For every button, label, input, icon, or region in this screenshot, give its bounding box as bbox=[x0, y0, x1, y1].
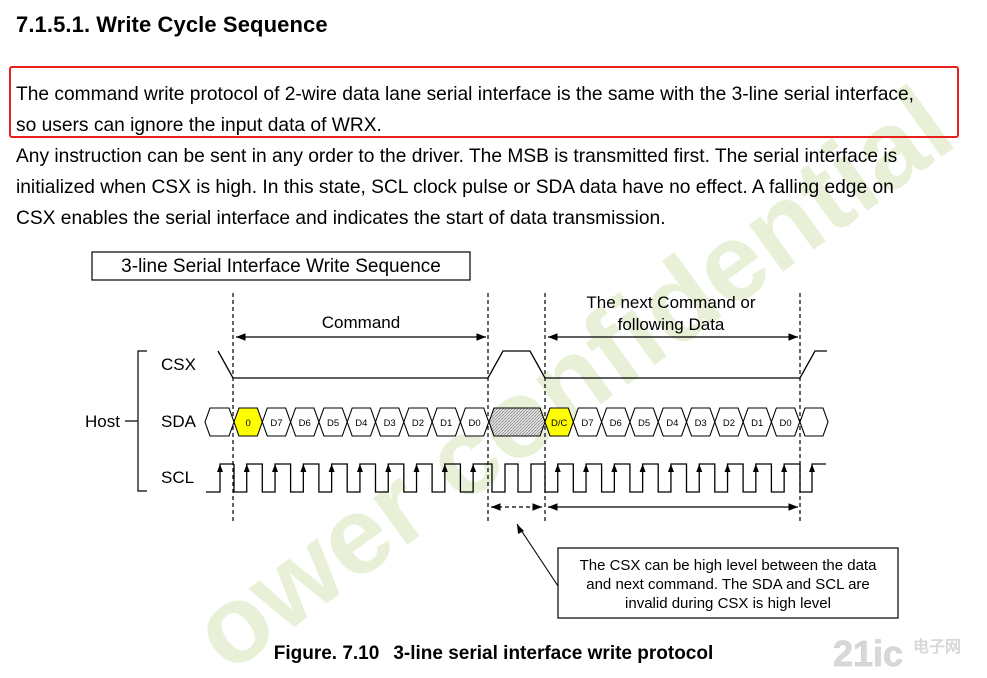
scl-rising-edge-arrow bbox=[272, 464, 279, 472]
section-number: 7.1.5.1. bbox=[16, 12, 91, 37]
frame2-bit-label: D5 bbox=[638, 418, 650, 429]
scl-lead bbox=[206, 463, 234, 493]
scl-frame1 bbox=[233, 463, 489, 493]
scl-rising-edge-arrow bbox=[441, 464, 448, 472]
scl-rising-edge-arrow bbox=[385, 464, 392, 472]
scl-rising-edge-arrow bbox=[752, 464, 759, 472]
scl-rising-edge-arrow bbox=[243, 464, 250, 472]
note-leader bbox=[516, 523, 559, 587]
frame1-bit-label: 0 bbox=[246, 418, 251, 429]
scl-rising-edge-arrow bbox=[781, 464, 788, 472]
scl-rising-edge-arrow bbox=[328, 464, 335, 472]
body-line-2: initialized when CSX is high. In this st… bbox=[16, 177, 894, 198]
scl-rising-edge-arrow bbox=[413, 464, 420, 472]
frame2-bit-label: D4 bbox=[666, 418, 678, 429]
scl-rising-edge-arrow bbox=[639, 464, 646, 472]
scl-rising-edge-arrow bbox=[554, 464, 561, 472]
signal-label-sda: SDA bbox=[161, 412, 197, 431]
scl-rising-edge-arrow bbox=[300, 464, 307, 472]
scl-rising-edge-arrow bbox=[356, 464, 363, 472]
command-label: Command bbox=[322, 313, 400, 332]
scl-rising-edge-arrow bbox=[724, 464, 731, 472]
highlight-line-1: The command write protocol of 2-wire dat… bbox=[16, 84, 914, 105]
scl-frame2 bbox=[544, 463, 800, 493]
site-logo: 21ic 电子网 bbox=[833, 633, 961, 674]
scl-rising-edge-arrow bbox=[583, 464, 590, 472]
figure-number: Figure. 7.10 bbox=[273, 643, 380, 664]
diagram-title: 3-line Serial Interface Write Sequence bbox=[121, 256, 441, 277]
scl-rising-edge-arrow bbox=[667, 464, 674, 472]
timing-diagram: 3-line Serial Interface Write Sequence C… bbox=[85, 251, 899, 619]
frame1-bit-label: D7 bbox=[270, 418, 282, 429]
next-label-line-1: The next Command or bbox=[586, 293, 755, 312]
frame1-bit-label: D3 bbox=[384, 418, 396, 429]
note-box bbox=[557, 547, 899, 619]
host-bracket bbox=[137, 350, 147, 492]
scl-waveform bbox=[206, 463, 826, 493]
body-line-3: CSX enables the serial interface and ind… bbox=[16, 208, 666, 229]
frame2-bit-label: D/C bbox=[551, 418, 568, 429]
scl-rising-edge-arrow bbox=[470, 464, 477, 472]
highlight-box bbox=[9, 66, 959, 138]
diagram-title-box bbox=[91, 251, 471, 281]
csx-waveform bbox=[217, 350, 827, 379]
sda-invalid-cell bbox=[488, 407, 546, 437]
frame2-bit-label: D1 bbox=[751, 418, 763, 429]
scl-rising-edge-arrow bbox=[217, 464, 223, 472]
note-line-2: and next command. The SDA and SCL are bbox=[586, 576, 870, 593]
frame1-bit-label: D0 bbox=[468, 418, 480, 429]
sda-idle-cell bbox=[799, 407, 829, 437]
note-line-1: The CSX can be high level between the da… bbox=[580, 557, 878, 574]
signal-label-scl: SCL bbox=[161, 468, 194, 487]
section-title: Write Cycle Sequence bbox=[96, 12, 328, 37]
frame1-bit-label: D6 bbox=[299, 418, 311, 429]
frame1-bit-label: D1 bbox=[440, 418, 452, 429]
signal-label-csx: CSX bbox=[161, 355, 196, 374]
highlight-line-2: so users can ignore the input data of WR… bbox=[16, 115, 382, 136]
frame2-bit-label: D0 bbox=[779, 418, 791, 429]
note-line-3: invalid during CSX is high level bbox=[625, 595, 831, 612]
frame1-bit-label: D4 bbox=[355, 418, 367, 429]
frame1-bit-label: D5 bbox=[327, 418, 339, 429]
frame2-bit-label: D7 bbox=[581, 418, 593, 429]
frame2-bit-label: D6 bbox=[610, 418, 622, 429]
scl-rising-edge-arrow bbox=[696, 464, 703, 472]
scl-rising-edge-arrow bbox=[611, 464, 618, 472]
section-heading: 7.1.5.1.Write Cycle Sequence bbox=[16, 12, 328, 38]
figure-title: 3-line serial interface write protocol bbox=[393, 643, 714, 664]
sda-waveform: 0 D7 D6 D5 D4 D3 D2 D1 D0 D/C D7 D6 D5 D4 D3 D2 D1 D0 bbox=[204, 407, 829, 437]
frame2-bit-label: D2 bbox=[723, 418, 735, 429]
scl-tail bbox=[799, 463, 826, 493]
frame2-bit-label: D3 bbox=[695, 418, 707, 429]
host-label: Host bbox=[85, 412, 120, 431]
logo-cn: 电子网 bbox=[913, 637, 961, 656]
next-label-line-2: following Data bbox=[618, 315, 725, 334]
scl-gap bbox=[489, 463, 545, 493]
sda-idle-cell bbox=[204, 407, 235, 437]
scl-rising-edge-arrow bbox=[809, 464, 815, 472]
logo-brand: 21ic bbox=[833, 633, 903, 674]
frame1-bit-label: D2 bbox=[412, 418, 424, 429]
body-line-1: Any instruction can be sent in any order… bbox=[16, 146, 898, 167]
figure-caption: Figure. 7.10 3-line serial interface writ… bbox=[0, 643, 987, 665]
